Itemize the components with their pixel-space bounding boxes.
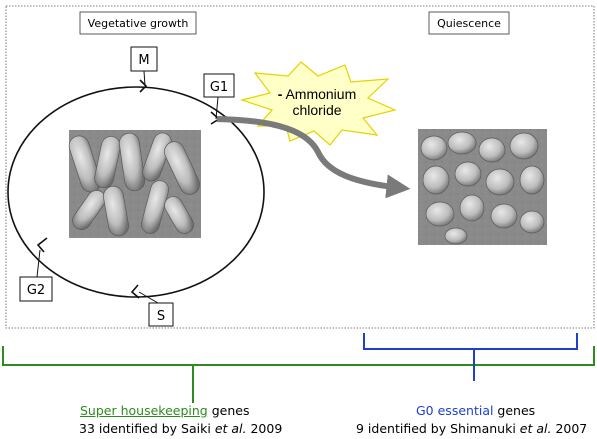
- super-housekeeping-suffix: genes: [208, 403, 250, 418]
- g0-essential-highlight: G0 essential: [416, 403, 493, 418]
- g0-essential-count-prefix: 9 identified by Shimanuki: [356, 421, 520, 436]
- g0-essential-count: 9 identified by Shimanuki et al. 2007: [356, 420, 587, 438]
- cycle-tick-g2: [38, 238, 47, 252]
- treatment-line2: chloride: [292, 102, 341, 118]
- treatment-line1: -Ammonium: [278, 86, 356, 102]
- g0-essential-suffix: genes: [493, 403, 535, 418]
- g0-essential-caption: G0 essential genes 9 identified by Shima…: [356, 402, 587, 438]
- cycle-tick-s: [132, 285, 139, 298]
- yeast-quiescent-image: [418, 129, 547, 245]
- super-housekeeping-count-italic: et al.: [215, 421, 247, 436]
- yeast-vegetative-image: [67, 130, 203, 238]
- super-housekeeping-caption: Super housekeeping genes 33 identified b…: [80, 402, 282, 438]
- quiescence-label-box: Quiescence: [429, 12, 509, 34]
- super-housekeeping-highlight: Super housekeeping: [80, 403, 208, 418]
- super-housekeeping-count: 33 identified by Saiki et al. 2009: [79, 420, 282, 438]
- m-phase-label: M: [138, 53, 149, 68]
- super-housekeeping-title: Super housekeeping genes: [80, 402, 282, 420]
- vegetative-growth-label-box: Vegetative growth: [80, 12, 196, 34]
- super-housekeeping-count-prefix: 33 identified by Saiki: [79, 421, 215, 436]
- g0-essential-count-italic: et al.: [520, 421, 552, 436]
- quiescence-label: Quiescence: [437, 17, 501, 30]
- g0-essential-count-suffix: 2007: [551, 421, 587, 436]
- g1-phase-label: G1: [210, 80, 228, 95]
- g2-phase-label: G2: [27, 283, 45, 298]
- super-housekeeping-count-suffix: 2009: [246, 421, 282, 436]
- g0-essential-title: G0 essential genes: [356, 402, 587, 420]
- treatment-minus-sign: -: [278, 86, 283, 102]
- vegetative-growth-label: Vegetative growth: [88, 17, 189, 30]
- g0-essential-bracket: [364, 333, 577, 349]
- s-phase-label: S: [157, 309, 165, 324]
- treatment-ammonium: Ammonium: [285, 86, 356, 102]
